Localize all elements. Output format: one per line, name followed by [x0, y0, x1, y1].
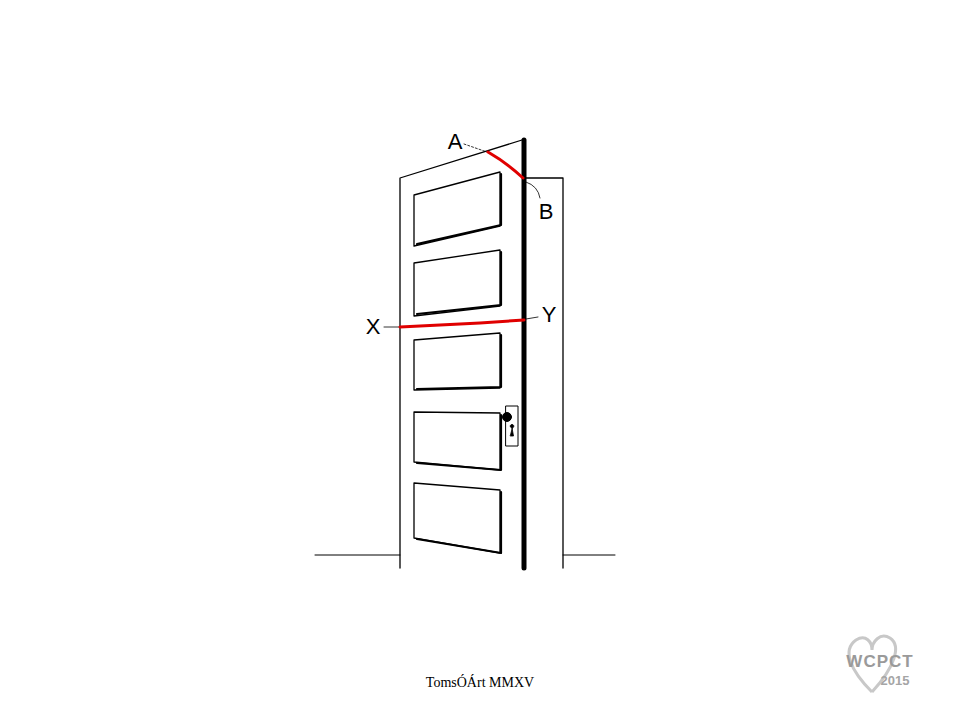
panel-shadow [417, 174, 501, 244]
panel-shadow [417, 252, 501, 314]
panel-shadow [417, 492, 501, 553]
point-label: B [539, 201, 554, 223]
leader-line [464, 144, 487, 152]
door-panel [414, 172, 500, 246]
point-label: X [366, 316, 381, 338]
point-label: A [448, 131, 463, 153]
door-edge [522, 140, 527, 568]
watermark-text: 2015 [881, 674, 910, 687]
floor-line [563, 555, 615, 556]
door-knob [503, 413, 512, 422]
leader-line [384, 327, 400, 328]
panel-shadow [417, 415, 501, 470]
door-panel [414, 250, 500, 316]
door-panels [414, 172, 501, 553]
panel-shadow [417, 335, 501, 389]
point-label: Y [542, 304, 557, 326]
measure-line [400, 320, 524, 327]
leader-line [526, 182, 540, 198]
door-panel [414, 333, 500, 390]
watermark-text: WCPCT [846, 653, 913, 670]
door-panel [414, 483, 500, 553]
door-frame [524, 178, 563, 568]
keyhole [510, 424, 514, 436]
floor-line [315, 555, 400, 556]
keyhole-plate [506, 406, 518, 446]
door-panel [414, 412, 500, 470]
caption: TomsÓÁrt MMXV [426, 676, 534, 690]
door-outline [400, 140, 522, 568]
measure-line [488, 152, 523, 178]
leader-line [526, 317, 538, 319]
